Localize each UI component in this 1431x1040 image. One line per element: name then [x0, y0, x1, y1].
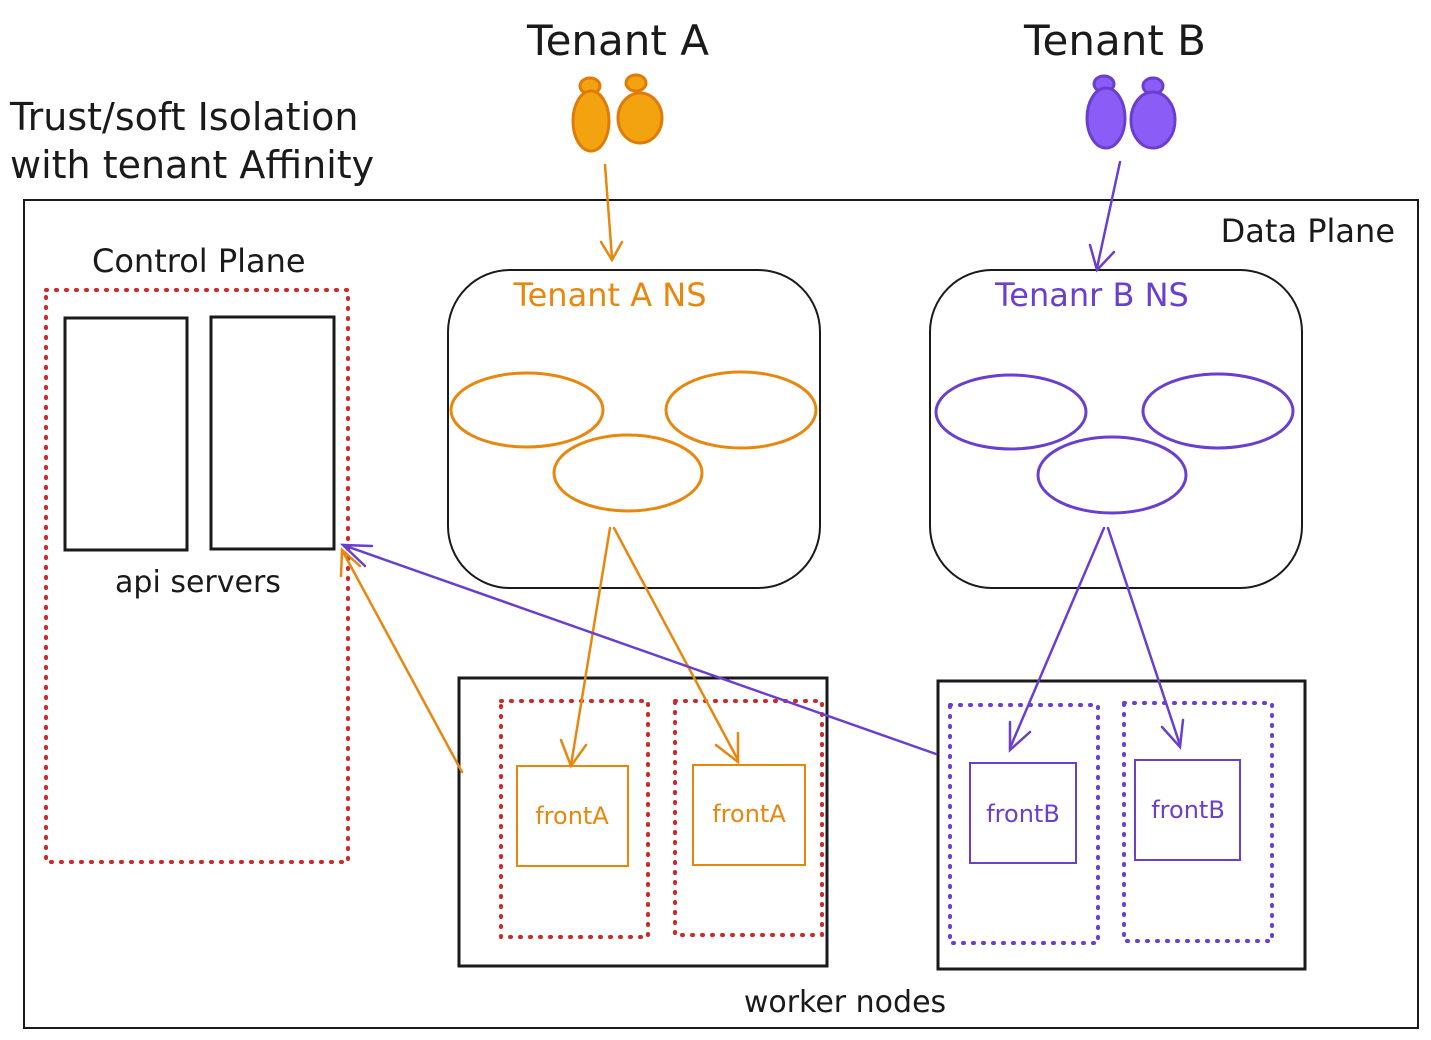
tenant-a-users-icon [571, 73, 664, 153]
tenant-a-namespace-label: Tenant A NS [513, 276, 707, 314]
arrow-worker-b-to-api-servers [341, 543, 938, 756]
arrow-head [1160, 718, 1185, 750]
api-server-box [209, 315, 336, 551]
tenant-b-namespace-label: Tenanr B NS [994, 276, 1189, 314]
tenant-b-users-icon [1085, 74, 1177, 150]
tenant-a-workload [664, 370, 818, 450]
api-servers-label: api servers [115, 565, 281, 600]
api-server-box [63, 316, 189, 552]
arrow-worker-a-to-api-servers [340, 548, 464, 774]
title-line-2: with tenant Affinity [10, 143, 374, 187]
tenant-a-namespace [447, 269, 821, 589]
arrow-namespace-b-to-pod-1 [1008, 526, 1106, 750]
tenant-a-workload [449, 371, 605, 449]
pod-label: frontA [712, 800, 786, 828]
tenant-b-workload [1036, 435, 1188, 515]
worker-nodes-label: worker nodes [744, 985, 946, 1020]
pod-label: frontA [535, 802, 609, 830]
data-plane-frame [23, 199, 1419, 1029]
arrow-head [599, 240, 624, 263]
worker-node-a [457, 676, 829, 968]
tenant-b-label: Tenant B [1023, 16, 1206, 65]
pod-frontB [969, 762, 1077, 864]
arrow-head [714, 731, 740, 765]
data-plane-label: Data Plane [1221, 212, 1395, 250]
pod-frontA [692, 764, 806, 866]
arrow-namespace-a-to-pod-1 [569, 526, 612, 767]
pod-frontB [1134, 759, 1241, 861]
tenant-b-namespace [929, 269, 1303, 589]
arrow-tenant-a-to-namespace [603, 163, 614, 260]
tenant-b-workload [934, 373, 1088, 451]
worker-b-pod-slot [1122, 701, 1274, 943]
title-line-1: Trust/soft Isolation [9, 95, 358, 139]
arrow-tenant-b-to-namespace [1095, 160, 1122, 270]
tenant-b-workload [1141, 372, 1295, 450]
control-plane-label: Control Plane [92, 242, 306, 280]
worker-a-pod-slot [499, 699, 650, 939]
pod-label: frontB [1151, 796, 1225, 824]
arrow-namespace-a-to-pod-2 [612, 526, 740, 762]
tenant-a-label: Tenant A [526, 16, 709, 65]
arrow-head [559, 738, 588, 769]
arrow-namespace-b-to-pod-2 [1106, 526, 1182, 747]
worker-node-b [936, 679, 1307, 971]
arrow-head [1008, 720, 1032, 753]
arrow-head [339, 547, 362, 578]
arrow-head [1088, 243, 1116, 273]
worker-b-pod-slot [948, 703, 1100, 945]
tenant-a-workload [552, 433, 704, 513]
pod-label: frontB [986, 800, 1060, 828]
arrow-head [339, 543, 374, 568]
control-plane-boundary [44, 288, 350, 864]
